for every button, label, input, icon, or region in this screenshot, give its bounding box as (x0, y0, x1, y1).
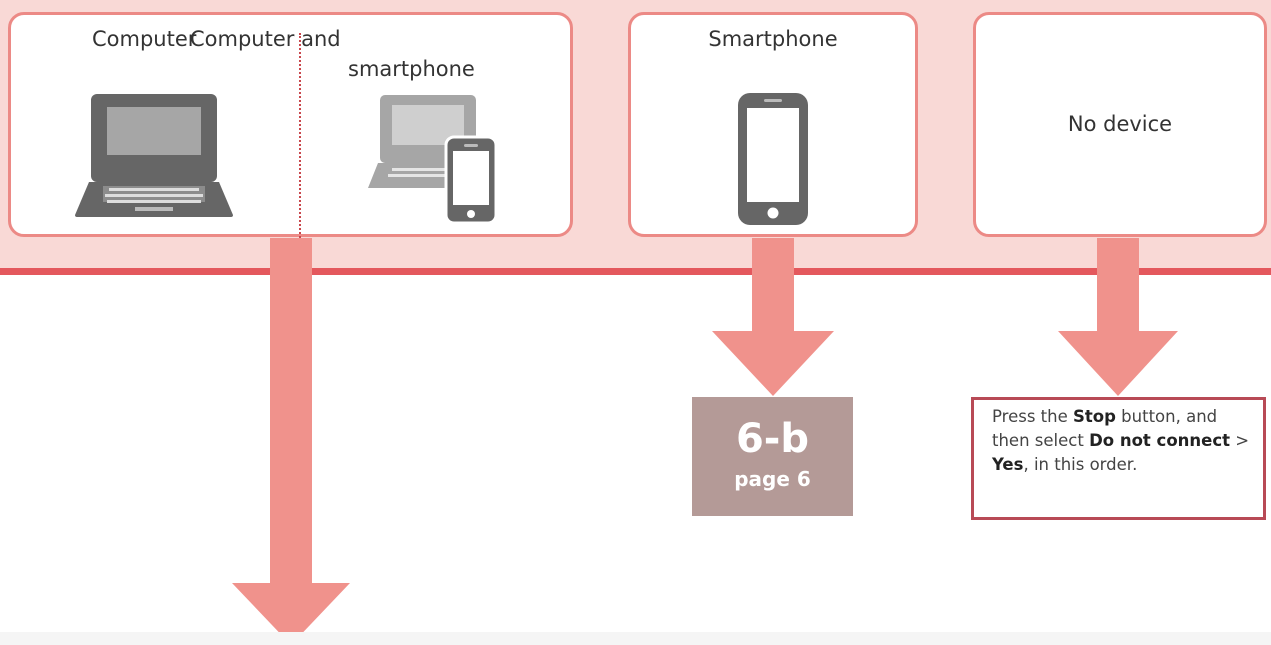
computer-down-arrow (232, 238, 350, 645)
no-device-instruction-note: Press the Stop button, and then select D… (971, 397, 1266, 520)
page-reference-box[interactable]: 6-b page 6 (692, 397, 853, 516)
smartphone-icon (738, 93, 808, 225)
smartphone-down-arrow (712, 238, 834, 396)
note-text-3: > (1230, 431, 1250, 450)
note-text-2: button, and then select (992, 407, 1218, 450)
laptop-icon (75, 94, 233, 217)
page-reference-page: page 6 (734, 467, 811, 491)
band-divider-line (0, 268, 1271, 275)
no-device-label: No device (1067, 112, 1173, 136)
note-text-1: Press the (992, 407, 1073, 426)
note-text-4: , in this order. (1023, 455, 1138, 474)
computer-and-smartphone-label-line1: Computer and (190, 27, 341, 51)
card-divider (299, 33, 301, 238)
do-not-connect-term: Do not connect (1089, 431, 1231, 450)
laptop-smartphone-icon (368, 95, 498, 223)
bottom-strip (0, 632, 1271, 645)
yes-term: Yes (992, 455, 1024, 474)
computer-label: Computer (92, 27, 197, 51)
no-device-option-card[interactable] (973, 12, 1267, 237)
stop-button-term: Stop (1073, 407, 1116, 426)
smartphone-label: Smartphone (708, 27, 838, 51)
page-reference-code: 6-b (735, 416, 810, 462)
computer-and-smartphone-label-line2: smartphone (348, 57, 475, 81)
no-device-down-arrow (1058, 238, 1178, 396)
